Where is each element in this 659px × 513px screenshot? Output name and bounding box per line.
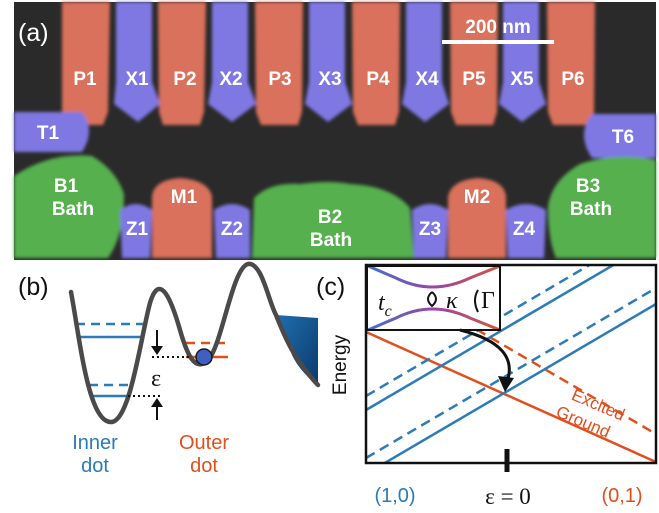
label-b2-bath: Bath <box>310 230 352 251</box>
label-x1: X1 <box>125 69 149 90</box>
gate-x3 <box>305 2 352 122</box>
label-z4: Z4 <box>513 219 536 240</box>
gate-z2 <box>214 204 250 258</box>
gate-b1 <box>14 155 124 258</box>
sem-image: 200 nm (a) P1 X1 P2 X2 P3 X3 P4 X4 P5 X5… <box>14 2 656 260</box>
y-axis-label: Energy <box>330 334 351 395</box>
label-x2: X2 <box>219 69 242 90</box>
electron <box>195 348 213 366</box>
label-p5: P5 <box>462 69 486 90</box>
inner-line-3 <box>382 302 656 463</box>
epsilon-arrowhead-top <box>151 346 163 355</box>
gate-p6 <box>547 2 595 125</box>
gate-x2 <box>208 2 256 122</box>
label-x4: X4 <box>415 69 439 90</box>
label-b3: B3 <box>576 176 600 197</box>
epsilon-label: ε <box>151 366 161 392</box>
gate-b2 <box>252 182 414 258</box>
panel-b-label: (b) <box>18 273 49 301</box>
plot-frame <box>364 263 658 465</box>
label-z2: Z2 <box>221 219 243 240</box>
gate-p4 <box>352 2 400 125</box>
gate-b3 <box>548 156 656 258</box>
gate-p3 <box>255 2 303 125</box>
label-m1: M1 <box>171 187 198 208</box>
outer-dot-label-2: dot <box>190 455 218 477</box>
inner-dot-label-1: Inner <box>72 432 118 454</box>
inset-cycle-arrow <box>427 291 437 308</box>
label-p1: P1 <box>73 69 97 90</box>
gate-t6 <box>584 114 656 158</box>
reservoir <box>276 315 318 385</box>
x-label-right: (0,1) <box>601 485 642 507</box>
inset-lower-branch <box>367 307 501 332</box>
label-b2: B2 <box>318 207 342 228</box>
inset-kappa: κ <box>446 288 458 314</box>
gate-t1 <box>14 112 89 152</box>
inner-line-2 <box>366 265 616 412</box>
gate-z1 <box>120 204 152 258</box>
label-b3-bath: Bath <box>570 199 612 220</box>
outer-dot-label-1: Outer <box>179 432 229 454</box>
panel-a-label: (a) <box>18 19 49 47</box>
gate-m2 <box>448 178 506 258</box>
gate-m1 <box>152 178 212 258</box>
inner-line-2-dashed <box>366 265 592 398</box>
label-p2: P2 <box>173 69 196 90</box>
gate-p2 <box>158 2 206 125</box>
inset-tc: tc <box>378 290 392 320</box>
inner-line-3-dashed <box>366 286 656 460</box>
zoom-arrowhead <box>498 376 514 392</box>
outer-ground-line <box>366 330 656 463</box>
inner-dot-label-2: dot <box>81 455 109 477</box>
label-x5: X5 <box>510 69 534 90</box>
inset: tc κ Γ <box>366 264 501 332</box>
inset-gamma: Γ <box>481 288 495 314</box>
panel-c-label: (c) <box>316 273 345 301</box>
label-t6: T6 <box>612 127 634 148</box>
inset-upper-branch <box>367 264 501 289</box>
x-label-left: (1,0) <box>374 485 415 507</box>
gate-x5 <box>499 2 546 122</box>
label-b1: B1 <box>54 176 79 197</box>
label-p3: P3 <box>268 69 291 90</box>
gate-shapes <box>14 2 656 258</box>
gate-p1 <box>62 2 110 125</box>
label-b1-bath: Bath <box>52 199 94 220</box>
label-z1: Z1 <box>126 219 149 240</box>
gate-z4 <box>506 204 546 258</box>
label-z3: Z3 <box>419 219 441 240</box>
gate-x4 <box>402 2 449 122</box>
scale-bar <box>442 40 554 44</box>
potential-curve <box>68 261 321 425</box>
label-x3: X3 <box>318 69 341 90</box>
gate-p5 <box>450 2 498 125</box>
gate-z3 <box>412 204 448 258</box>
label-p6: P6 <box>561 69 584 90</box>
x-label-center: ε = 0 <box>485 484 531 509</box>
inset-gamma-arrow <box>474 289 479 313</box>
panel-b: (b) ε Inner dot Outer dot <box>18 261 321 477</box>
epsilon-arrowhead-bottom <box>151 398 163 407</box>
label-t1: T1 <box>37 123 60 144</box>
zoom-arrow <box>459 328 511 383</box>
scale-bar-label: 200 nm <box>465 17 530 38</box>
label-p4: P4 <box>366 69 390 90</box>
gate-x1 <box>114 2 160 122</box>
label-m2: M2 <box>464 187 490 208</box>
